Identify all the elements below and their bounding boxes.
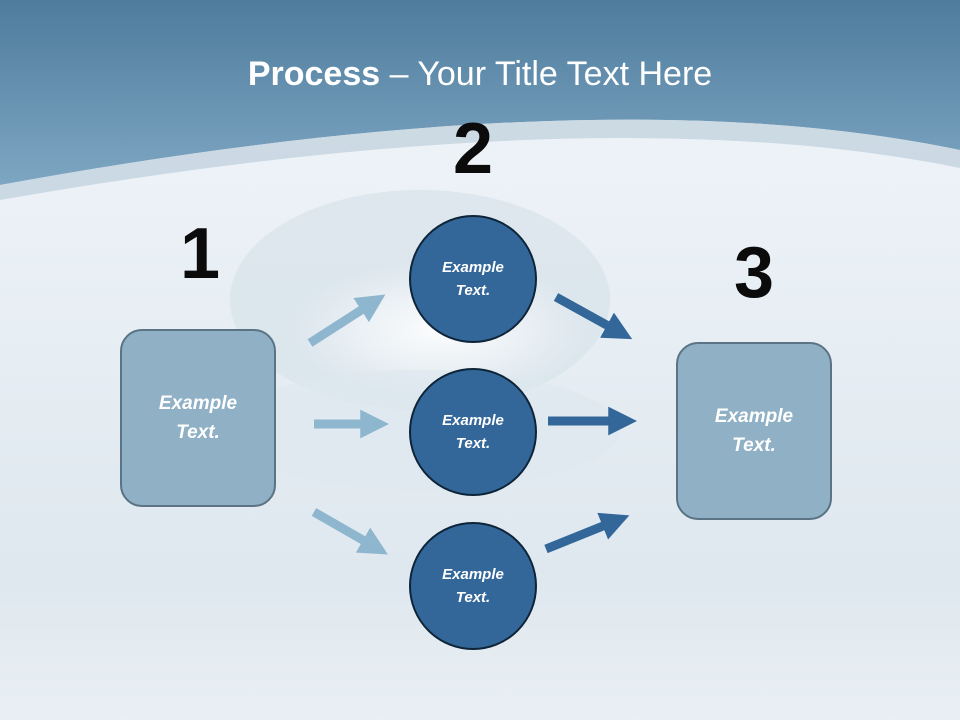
circle-top-label: Example Text. (442, 259, 504, 299)
arrow-top-to-right (553, 293, 633, 340)
title-rest: – Your Title Text Here (380, 55, 713, 93)
title-bold: Process (247, 55, 381, 93)
right-box-label: Example Text. (714, 406, 794, 456)
circle-bottom: Example Text. (409, 522, 537, 650)
left-box: Example Text. (120, 329, 276, 507)
arrow-bottom-to-right (544, 512, 630, 554)
circle-bottom-label: Example Text. (442, 566, 504, 606)
left-box-label: Example Text. (158, 393, 238, 443)
arrow-left-to-bottom (311, 508, 388, 555)
arrow-left-to-top (307, 294, 386, 347)
slide-title: Process – Your Title Text Here (0, 52, 960, 96)
step-number-2: 2 (452, 109, 494, 189)
circle-middle: Example Text. (409, 368, 537, 496)
right-box: Example Text. (676, 342, 832, 520)
circle-top: Example Text. (409, 215, 537, 343)
step-number-3: 3 (733, 233, 775, 313)
circle-middle-label: Example Text. (442, 412, 504, 452)
step-number-1: 1 (179, 214, 221, 294)
